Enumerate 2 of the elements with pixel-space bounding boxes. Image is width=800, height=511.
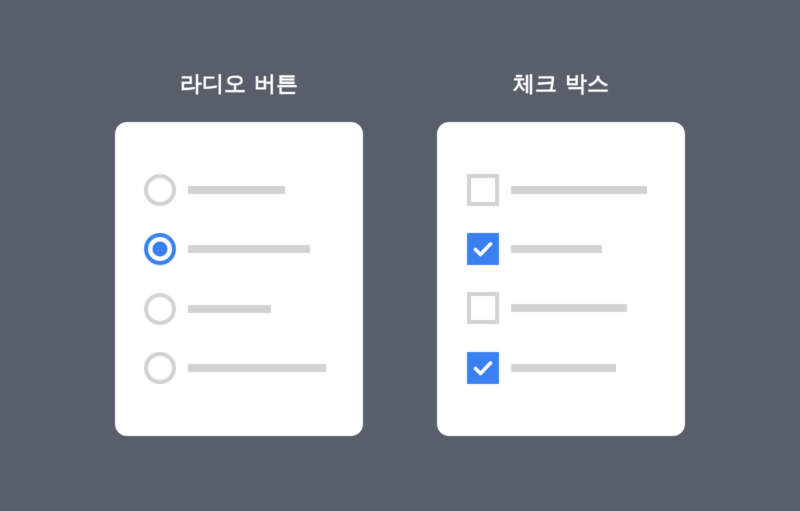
card-heading: 라디오 버튼 (180, 72, 298, 98)
card-heading: 체크 박스 (513, 72, 609, 98)
